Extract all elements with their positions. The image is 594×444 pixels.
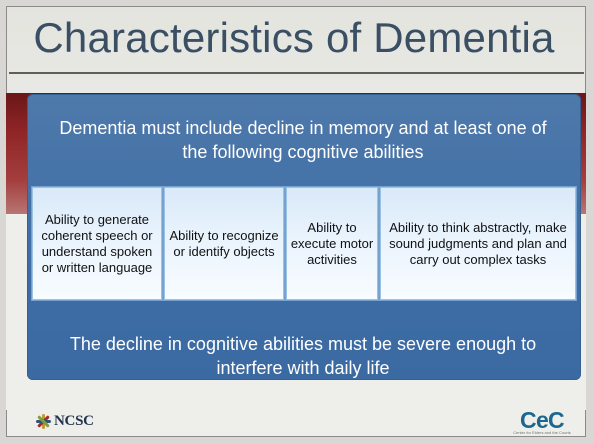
ncsc-logo-text: NCSC (54, 412, 94, 429)
cec-logo-text: CeC (520, 407, 565, 433)
slide-title: Characteristics of Dementia (33, 14, 555, 61)
ncsc-logo: NCSC (35, 410, 117, 432)
cognitive-abilities-row: Ability to generate coherent speech or u… (31, 186, 577, 301)
language-ability-box: Ability to generate coherent speech or u… (31, 186, 163, 301)
object-recognition-ability-box: Ability to recognize or identify objects (163, 186, 285, 301)
dementia-criteria-diagram: Dementia must include decline in memory … (27, 94, 581, 380)
ncsc-starburst-icon (35, 413, 52, 430)
daily-life-impact-criterion: The decline in cognitive abilities must … (69, 334, 537, 378)
cec-logo: CeC Center for Elders and the Courts (504, 407, 580, 435)
executive-function-ability-box: Ability to think abstractly, make sound … (379, 186, 577, 301)
motor-activity-ability-box: Ability to execute motor activities (285, 186, 379, 301)
memory-decline-criterion: Dementia must include decline in memory … (59, 118, 547, 162)
cec-logo-caption: Center for Elders and the Courts (513, 430, 571, 435)
title-divider (9, 72, 584, 74)
